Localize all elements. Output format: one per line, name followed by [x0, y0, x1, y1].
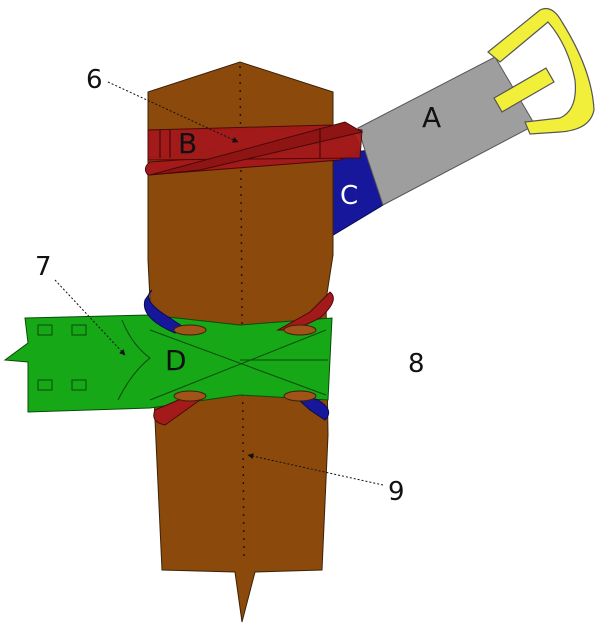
label-7: 7 [35, 252, 52, 282]
label-6: 6 [86, 65, 103, 95]
label-b: B [178, 127, 197, 160]
lace-hole [283, 390, 317, 402]
lace-red-bottom [153, 394, 201, 426]
label-8: 8 [408, 349, 425, 379]
leader-9 [247, 453, 384, 486]
label-d: D [165, 344, 187, 377]
lace-hole [173, 390, 207, 402]
label-a: A [422, 101, 441, 134]
label-c: C [340, 181, 358, 211]
label-9: 9 [388, 477, 405, 507]
strap-a [357, 56, 536, 206]
buckle [487, 7, 595, 135]
lace-hole [283, 324, 317, 336]
strap-b [144, 121, 364, 176]
lace-hole [173, 324, 207, 336]
strap-d [3, 314, 333, 413]
leader-7 [54, 279, 126, 356]
